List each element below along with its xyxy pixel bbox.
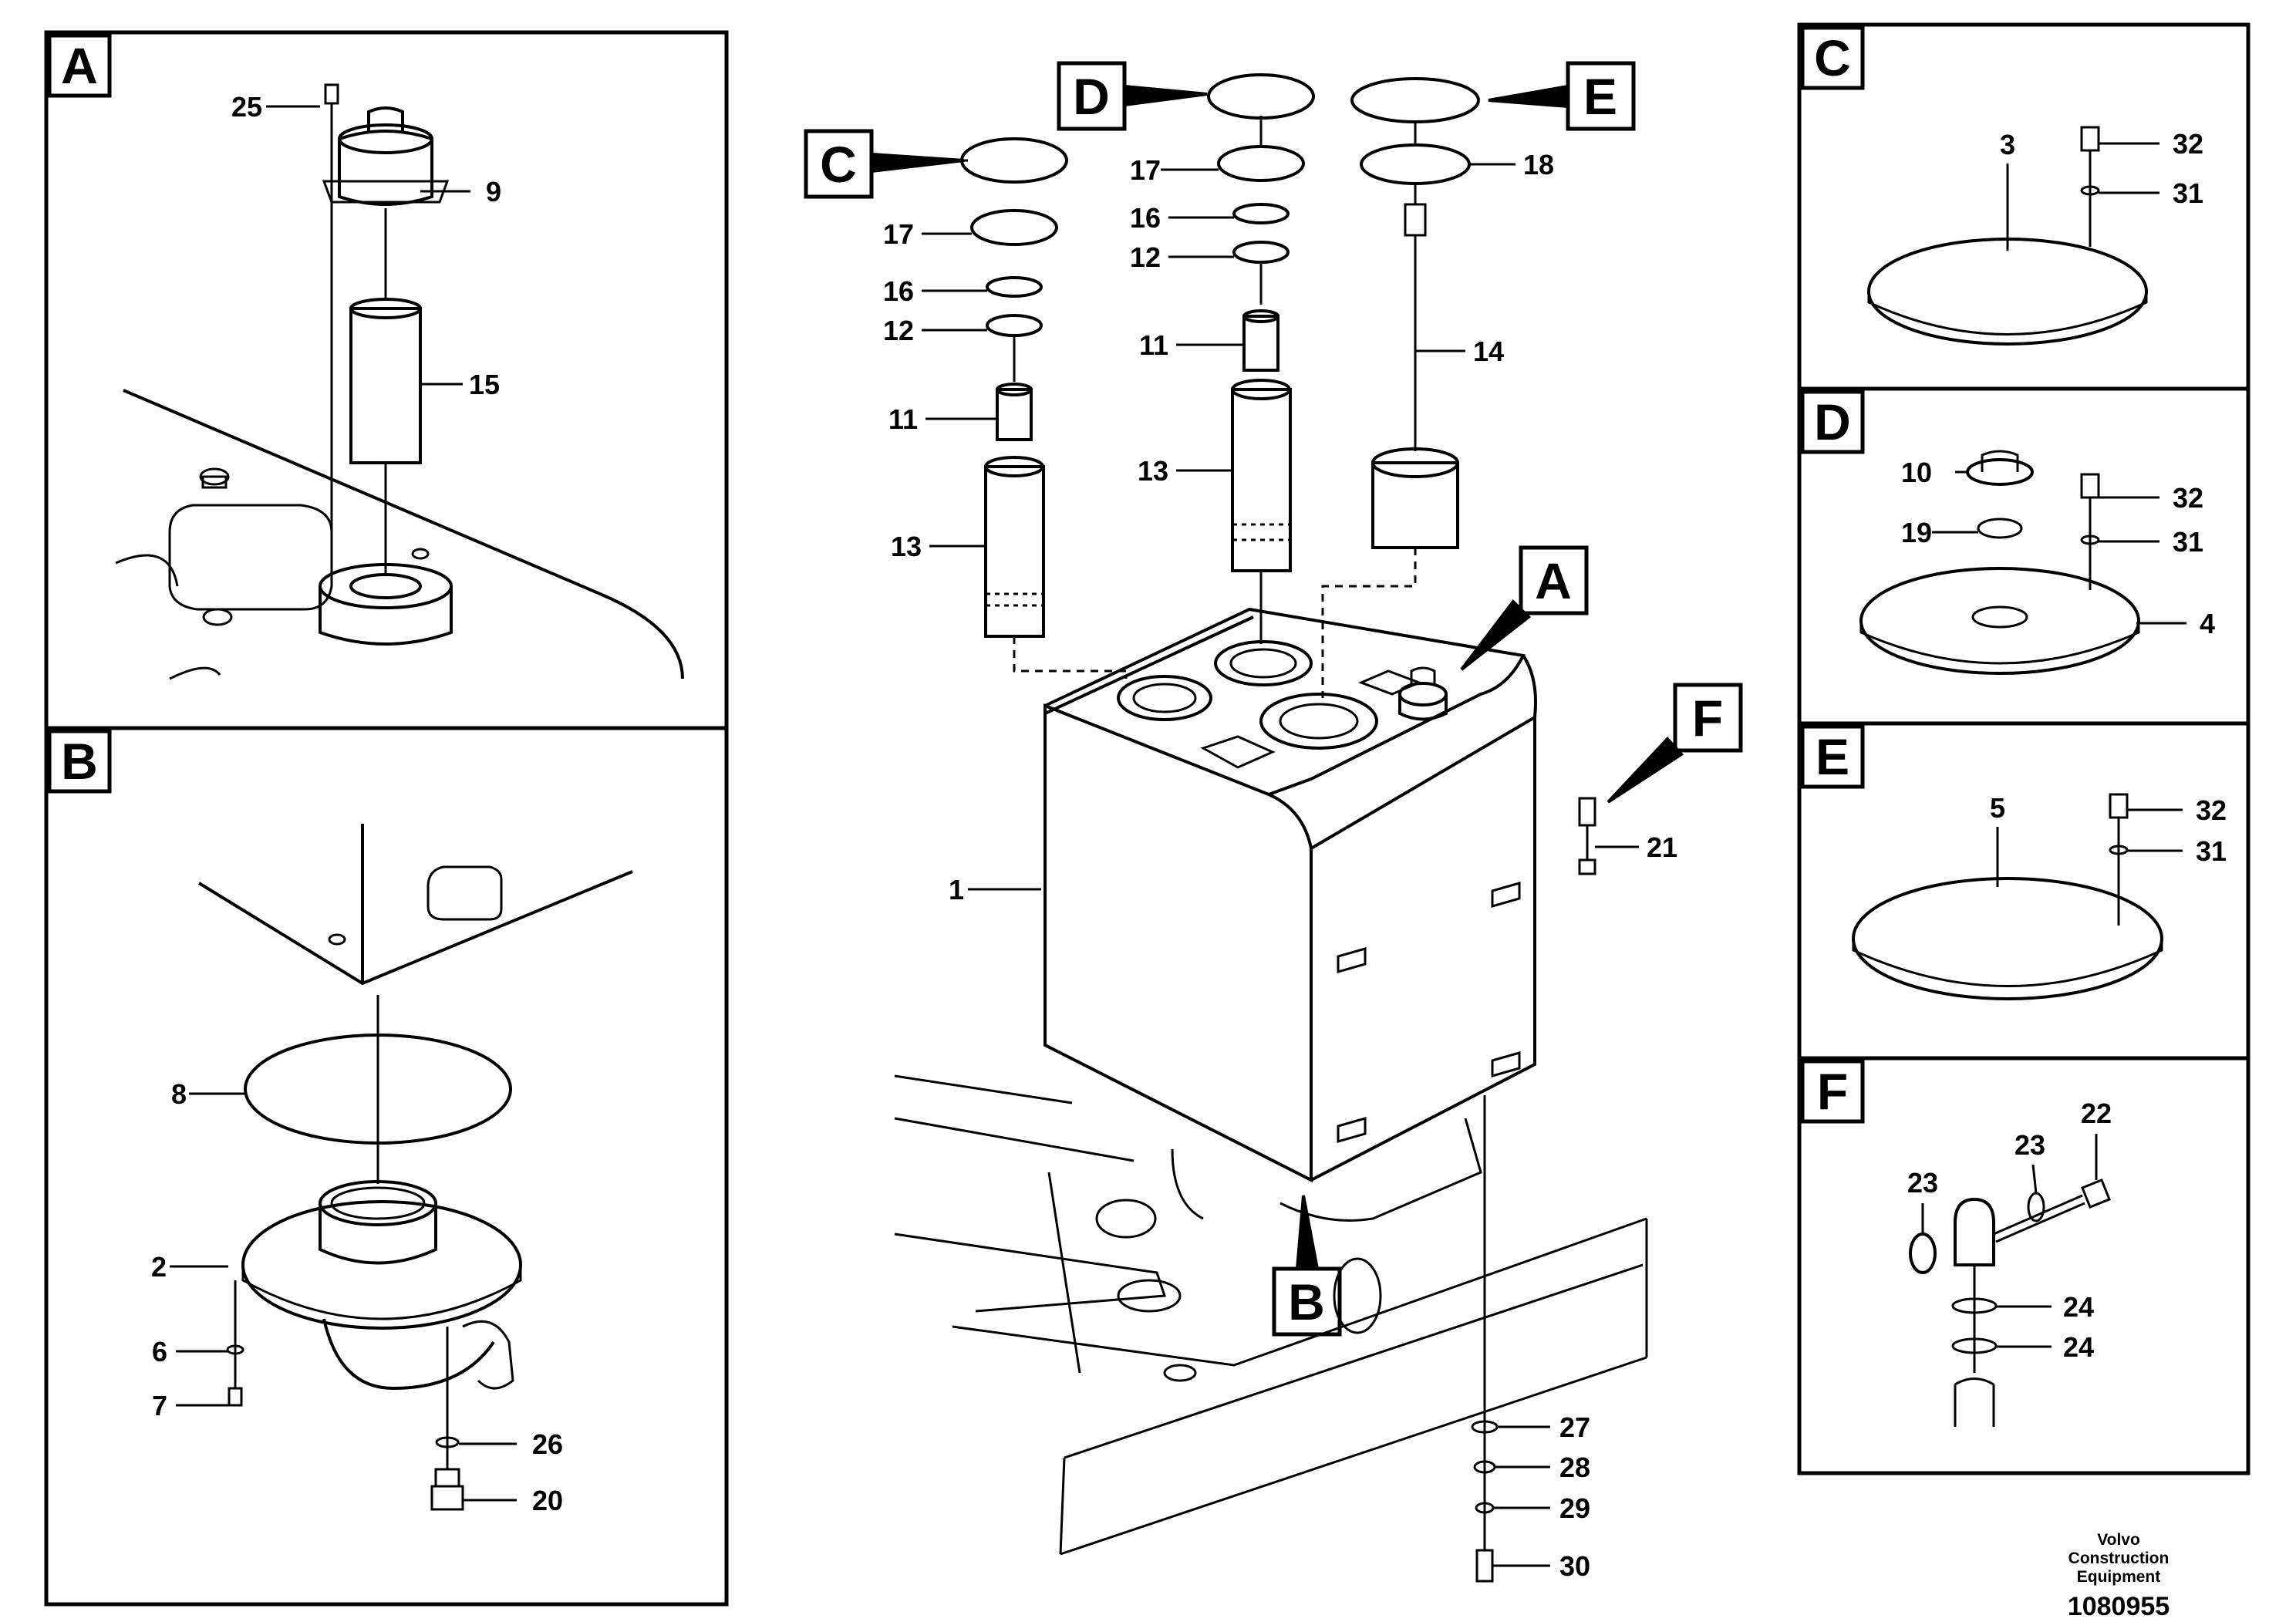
part-label-31-d: 31	[2173, 526, 2203, 558]
part-label-28: 28	[1559, 1452, 1590, 1483]
callout-f: F	[1692, 690, 1723, 747]
part-label-32-d: 32	[2173, 482, 2203, 514]
part-label-13-mid: 13	[1138, 455, 1168, 487]
panel-a	[44, 30, 729, 730]
panel-b-title-box	[47, 729, 112, 794]
panel-f-title-box	[1800, 1059, 1865, 1124]
part-label-9: 9	[486, 176, 501, 207]
part-label-24-top: 24	[2063, 1291, 2094, 1323]
panel-f-title: F	[1817, 1063, 1848, 1120]
part-label-15: 15	[469, 369, 500, 400]
callout-b: B	[1288, 1273, 1325, 1330]
callout-e: E	[1583, 68, 1617, 125]
panel-d-title: D	[1814, 393, 1851, 450]
panel-c-title: C	[1814, 29, 1851, 86]
part-label-23-right: 23	[2014, 1129, 2045, 1161]
part-label-27: 27	[1559, 1411, 1590, 1443]
part-label-13-left: 13	[891, 531, 922, 562]
part-label-11-left: 11	[888, 403, 918, 435]
panel-titles: A B C D E F	[61, 29, 1851, 1120]
footer-company: Volvo Construction Equipment	[2068, 1531, 2170, 1586]
panel-e-title-box	[1800, 724, 1865, 789]
part-label-5: 5	[1990, 792, 2005, 824]
panel-c-title-box	[1800, 25, 1865, 90]
part-label-4: 4	[2200, 608, 2215, 639]
part-label-6: 6	[152, 1336, 167, 1367]
part-label-20: 20	[532, 1485, 563, 1516]
panel-d-title-box	[1800, 389, 1865, 454]
part-label-14: 14	[1473, 336, 1504, 367]
part-label-16-left: 16	[883, 275, 914, 307]
footer-block: Volvo Construction Equipment 1080955	[1991, 1531, 2246, 1622]
part-label-7: 7	[152, 1390, 167, 1421]
part-label-19: 19	[1901, 517, 1932, 548]
part-label-24-bottom: 24	[2063, 1331, 2094, 1363]
main-assembly	[804, 61, 1743, 1583]
part-label-18: 18	[1523, 149, 1554, 180]
panel-f	[1797, 1056, 2250, 1475]
panel-a-title: A	[61, 37, 98, 94]
part-number-labels: 25 9 15 8 2 6 7 26 20 1 17 16 12 11 13 1…	[151, 91, 2227, 1582]
part-label-31-e: 31	[2196, 835, 2227, 867]
part-label-12-mid: 12	[1130, 241, 1161, 273]
panel-e	[1797, 721, 2250, 1061]
part-label-22: 22	[2081, 1098, 2112, 1129]
part-label-31-c: 31	[2173, 177, 2203, 209]
callout-d: D	[1073, 68, 1110, 125]
callout-c: C	[820, 136, 857, 193]
detail-callouts: C D E A F B	[820, 68, 1723, 1330]
part-label-26: 26	[532, 1428, 563, 1460]
panel-e-title: E	[1816, 728, 1849, 785]
part-label-12-left: 12	[883, 315, 914, 346]
part-label-25: 25	[231, 91, 262, 123]
part-label-30: 30	[1559, 1550, 1590, 1582]
part-label-32-c: 32	[2173, 128, 2203, 160]
part-label-17-mid: 17	[1130, 154, 1161, 186]
part-label-29: 29	[1559, 1492, 1590, 1524]
part-label-21: 21	[1647, 831, 1677, 863]
part-label-11-mid: 11	[1139, 329, 1168, 361]
panel-a-title-box	[47, 33, 112, 98]
part-label-3: 3	[2000, 129, 2015, 160]
part-label-17-left: 17	[883, 218, 914, 250]
part-label-2: 2	[151, 1251, 167, 1283]
panel-b	[44, 726, 729, 1607]
part-label-10: 10	[1901, 457, 1932, 488]
part-label-16-mid: 16	[1130, 202, 1161, 234]
panel-b-title: B	[61, 733, 98, 790]
footer-doc-number: 1080955	[2067, 1592, 2170, 1621]
part-label-8: 8	[171, 1078, 187, 1110]
part-label-1: 1	[949, 874, 964, 905]
part-label-32-e: 32	[2196, 794, 2227, 826]
part-label-23-left: 23	[1907, 1167, 1938, 1199]
callout-a: A	[1535, 552, 1572, 609]
